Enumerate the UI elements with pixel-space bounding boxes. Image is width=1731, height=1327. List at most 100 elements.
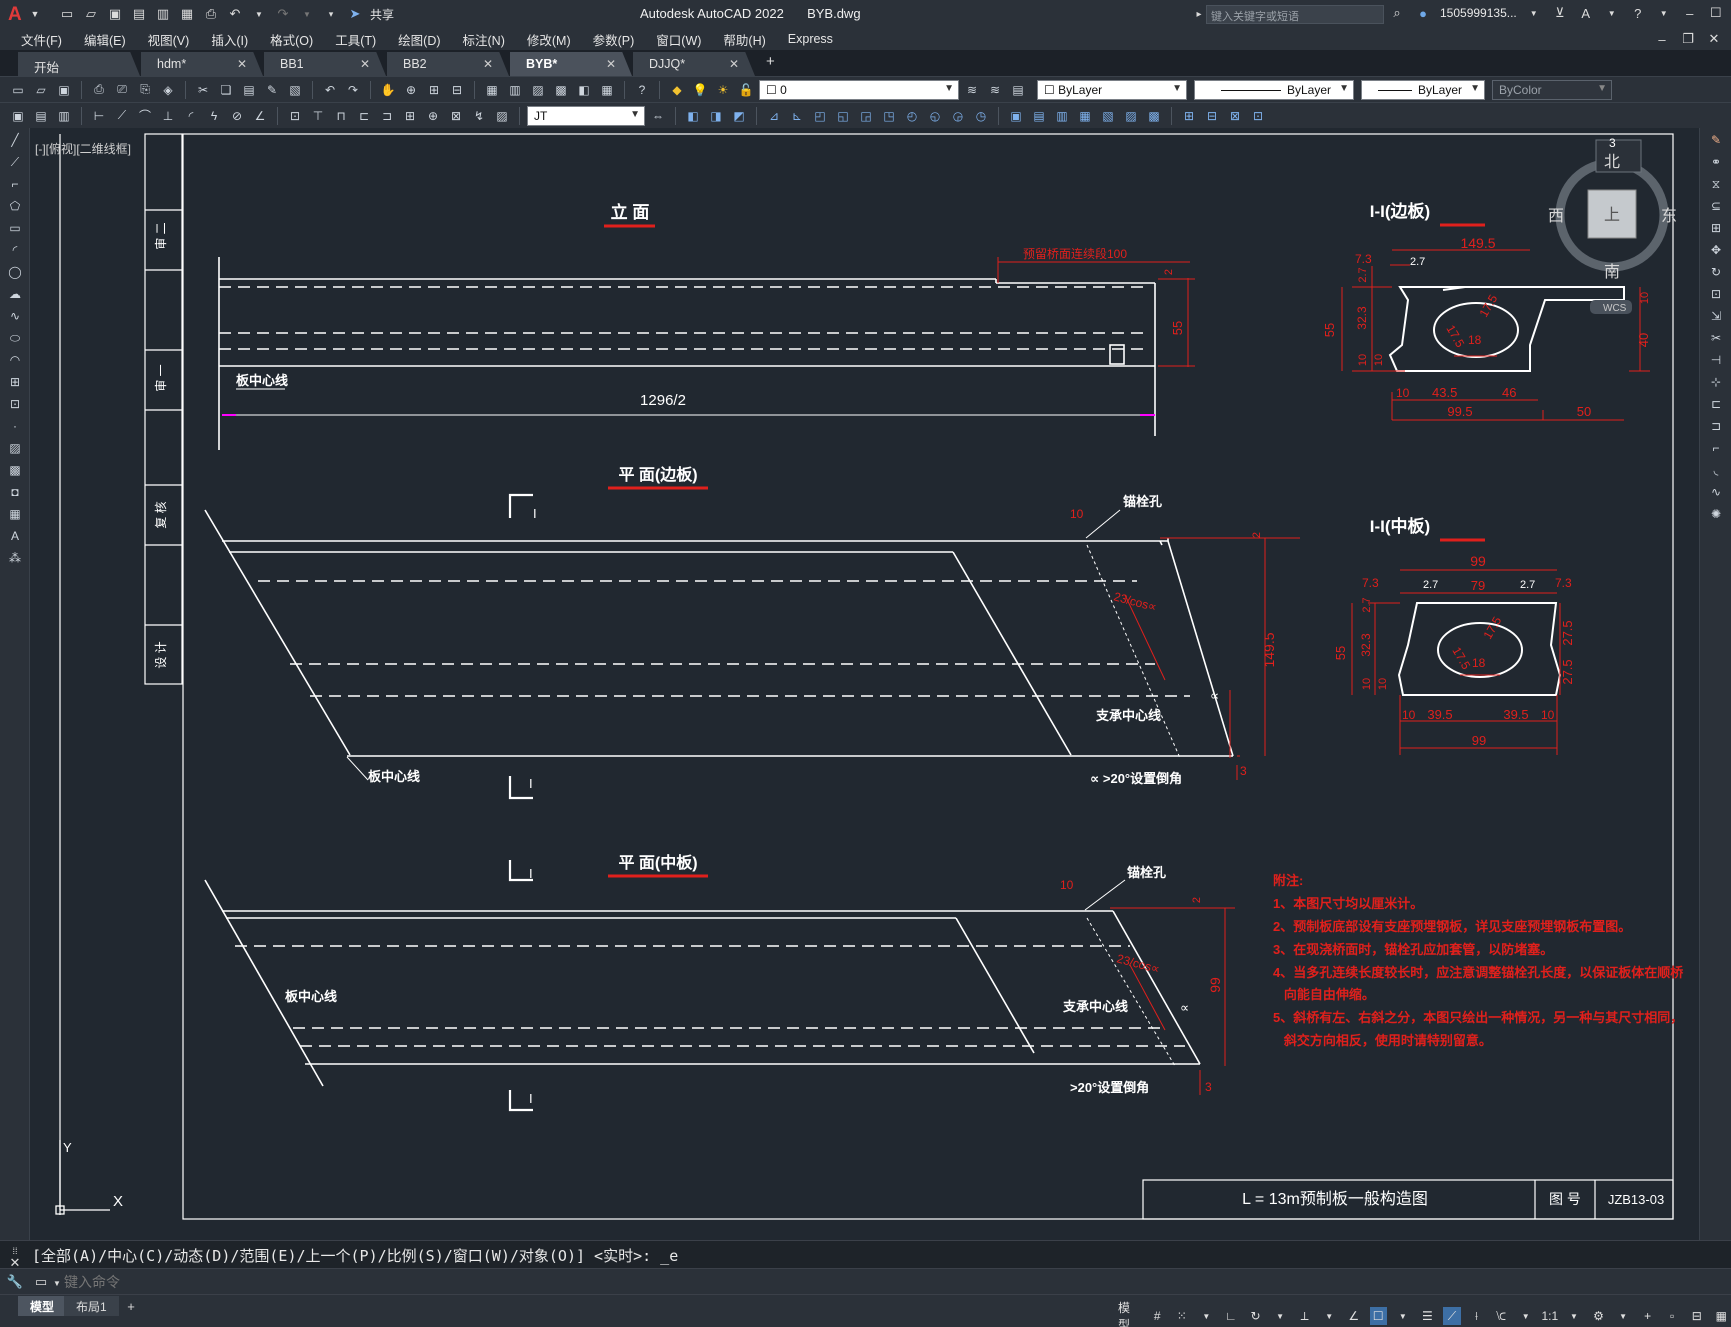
help-dropdown-icon[interactable]: ▼ (1659, 8, 1668, 18)
properties-icon[interactable]: ▦ (486, 82, 498, 97)
maximize-icon[interactable]: ☐ (1709, 5, 1722, 20)
view-3d-2-icon[interactable]: ◨ (710, 108, 722, 123)
layer-lock-icon[interactable]: 🔓 (738, 82, 754, 97)
menu-window[interactable]: 窗口(W) (656, 33, 702, 48)
baseline-dim-icon[interactable]: ⊤ (312, 108, 324, 123)
tool-palettes-icon[interactable]: ▨ (532, 82, 544, 97)
ucs-icon[interactable]: ⊿ (768, 108, 780, 123)
workspace-dropdown-icon[interactable]: ▼ (1619, 1311, 1627, 1321)
layout-tab-layout1[interactable]: 布局1 (64, 1296, 119, 1316)
line-icon[interactable]: ╱ (11, 133, 19, 147)
lineweight-dropdown[interactable]: ByLayer▼ (1361, 79, 1485, 100)
tab-hdm[interactable]: hdm*✕ (141, 52, 263, 76)
tolerance-icon[interactable]: ⊞ (404, 108, 416, 123)
redo-icon[interactable]: ↷ (347, 82, 359, 97)
doc-minimize-icon[interactable]: – (1658, 31, 1666, 47)
tab-bb1[interactable]: BB1✕ (264, 52, 386, 76)
drawing-viewport[interactable]: [-][俯视][二维线框] 审 二 审 一 复 核 设 计 立 面 (31, 128, 1698, 1240)
viewcube-east[interactable]: 东 (1661, 207, 1677, 225)
hatch-icon[interactable]: ▨ (9, 441, 21, 455)
paste-icon[interactable]: ▤ (243, 82, 255, 97)
ucs-previous-icon[interactable]: ◰ (814, 108, 826, 123)
undo-icon[interactable]: ↶ (324, 82, 336, 97)
tab-close-icon[interactable]: ✕ (482, 57, 493, 71)
dimstyle-dropdown[interactable]: JT▼ (527, 105, 645, 126)
menu-view[interactable]: 视图(V) (147, 33, 190, 48)
lineweight-toggle-icon[interactable]: ☰ (1422, 1309, 1433, 1323)
app-menu-chevron-icon[interactable]: ▼ (30, 9, 40, 19)
rectangle-icon[interactable]: ▭ (9, 221, 21, 235)
scale-icon[interactable]: ⊡ (1710, 287, 1722, 301)
add-layout-icon[interactable]: + (127, 1298, 135, 1314)
calculator-icon[interactable]: ▦ (601, 82, 613, 97)
view-3d-1-icon[interactable]: ◧ (687, 108, 699, 123)
stretch-icon[interactable]: ⇲ (1710, 309, 1722, 323)
isodraft-icon[interactable]: ⟂ (1300, 1308, 1309, 1323)
layer-previous-icon[interactable]: ≋ (989, 82, 1001, 97)
layer-properties-icon[interactable]: ◆ (672, 82, 682, 97)
erase-icon[interactable]: ✎ (1710, 133, 1722, 147)
save-layout-icon[interactable]: ▤ (35, 108, 47, 123)
undo-dropdown-icon[interactable]: ▼ (255, 9, 263, 19)
dim-break-icon[interactable]: ⊐ (381, 108, 393, 123)
menu-edit[interactable]: 编辑(E) (83, 33, 126, 48)
save-icon[interactable]: ▣ (58, 82, 70, 97)
trim-icon[interactable]: ✂ (1710, 331, 1722, 345)
viewcube-face[interactable] (1587, 189, 1637, 239)
viewcube-west[interactable]: 西 (1548, 208, 1564, 225)
revcloud-icon[interactable]: ☁ (9, 287, 21, 301)
named-views-icon[interactable]: ⊞ (1183, 108, 1195, 123)
view-back-icon[interactable]: ▨ (1125, 108, 1137, 123)
spline-icon[interactable]: ∿ (9, 309, 21, 323)
ellipse-icon[interactable]: ⬭ (9, 330, 21, 345)
autocad-logo-icon[interactable]: A (8, 4, 22, 25)
dim-edit-icon[interactable]: ▨ (496, 108, 508, 123)
menu-format[interactable]: 格式(O) (270, 33, 314, 48)
ucs-object-icon[interactable]: ◲ (860, 108, 872, 123)
arc-length-icon[interactable]: ⌒ (138, 109, 151, 123)
grid-icon[interactable]: # (1153, 1309, 1161, 1323)
plot-icon[interactable]: ⎙ (94, 82, 104, 96)
help-search-input[interactable]: 键入关键字或短语 (1206, 5, 1384, 24)
viewcube-north[interactable]: 北 (1604, 153, 1620, 171)
new-tab-button[interactable]: + (766, 53, 775, 70)
ucs-3point-icon[interactable]: ◶ (952, 108, 964, 123)
menu-tools[interactable]: 工具(T) (335, 33, 377, 48)
jogged-linear-icon[interactable]: ↯ (473, 108, 485, 123)
a360-dropdown-icon[interactable]: ▼ (1607, 8, 1616, 18)
user-icon[interactable]: ● (1419, 5, 1427, 21)
tab-close-icon[interactable]: ✕ (236, 57, 247, 71)
dim-style-manager-icon[interactable]: ⇔ (652, 108, 664, 123)
doc-close-icon[interactable]: ✕ (1708, 31, 1720, 46)
user-name[interactable]: 1505999135... (1440, 6, 1517, 20)
menu-modify[interactable]: 修改(M) (526, 33, 571, 48)
center-mark-icon[interactable]: ⊕ (427, 108, 439, 123)
menu-express[interactable]: Express (787, 32, 833, 46)
open-web-icon[interactable]: ▥ (156, 6, 170, 21)
view-iso-icon[interactable]: ▩ (1148, 108, 1160, 123)
linear-dim-icon[interactable]: ⊢ (93, 108, 105, 123)
save-as-icon[interactable]: ▤ (132, 6, 146, 21)
table-icon[interactable]: ▦ (9, 507, 21, 521)
customize-command-icon[interactable]: 🔧 (6, 1274, 24, 1289)
annotation-visibility-icon[interactable]: ⟈ (1496, 1308, 1507, 1323)
arc-icon[interactable]: ◜ (12, 243, 18, 257)
view-3d-3-icon[interactable]: ◩ (733, 108, 745, 123)
construction-line-icon[interactable]: ⟋ (10, 154, 20, 169)
ortho-icon[interactable]: ∟ (1225, 1309, 1237, 1323)
customize-qat-icon[interactable]: ▾ (328, 8, 334, 19)
annotation-scale[interactable]: 1:1 (1541, 1309, 1559, 1323)
view-bottom-icon[interactable]: ▤ (1033, 108, 1045, 123)
tab-bb2[interactable]: BB2✕ (387, 52, 509, 76)
tab-start[interactable]: 开始 (18, 52, 140, 76)
zoom-realtime-icon[interactable]: ⊕ (405, 82, 417, 97)
match-properties-icon[interactable]: ✎ (266, 82, 278, 97)
autodesk-a360-icon[interactable]: A (1581, 5, 1591, 21)
tab-djjq[interactable]: DJJQ*✕ (633, 52, 755, 76)
insert-block-icon[interactable]: ⊞ (9, 375, 21, 389)
publish-layout-icon[interactable]: ▥ (58, 108, 70, 123)
open-file-icon[interactable]: ▱ (86, 6, 96, 21)
preview-icon[interactable]: ⎚ (117, 82, 127, 96)
object-snap-tracking-icon[interactable]: ∠ (1348, 1309, 1360, 1323)
markup-icon[interactable]: ◧ (578, 82, 590, 97)
